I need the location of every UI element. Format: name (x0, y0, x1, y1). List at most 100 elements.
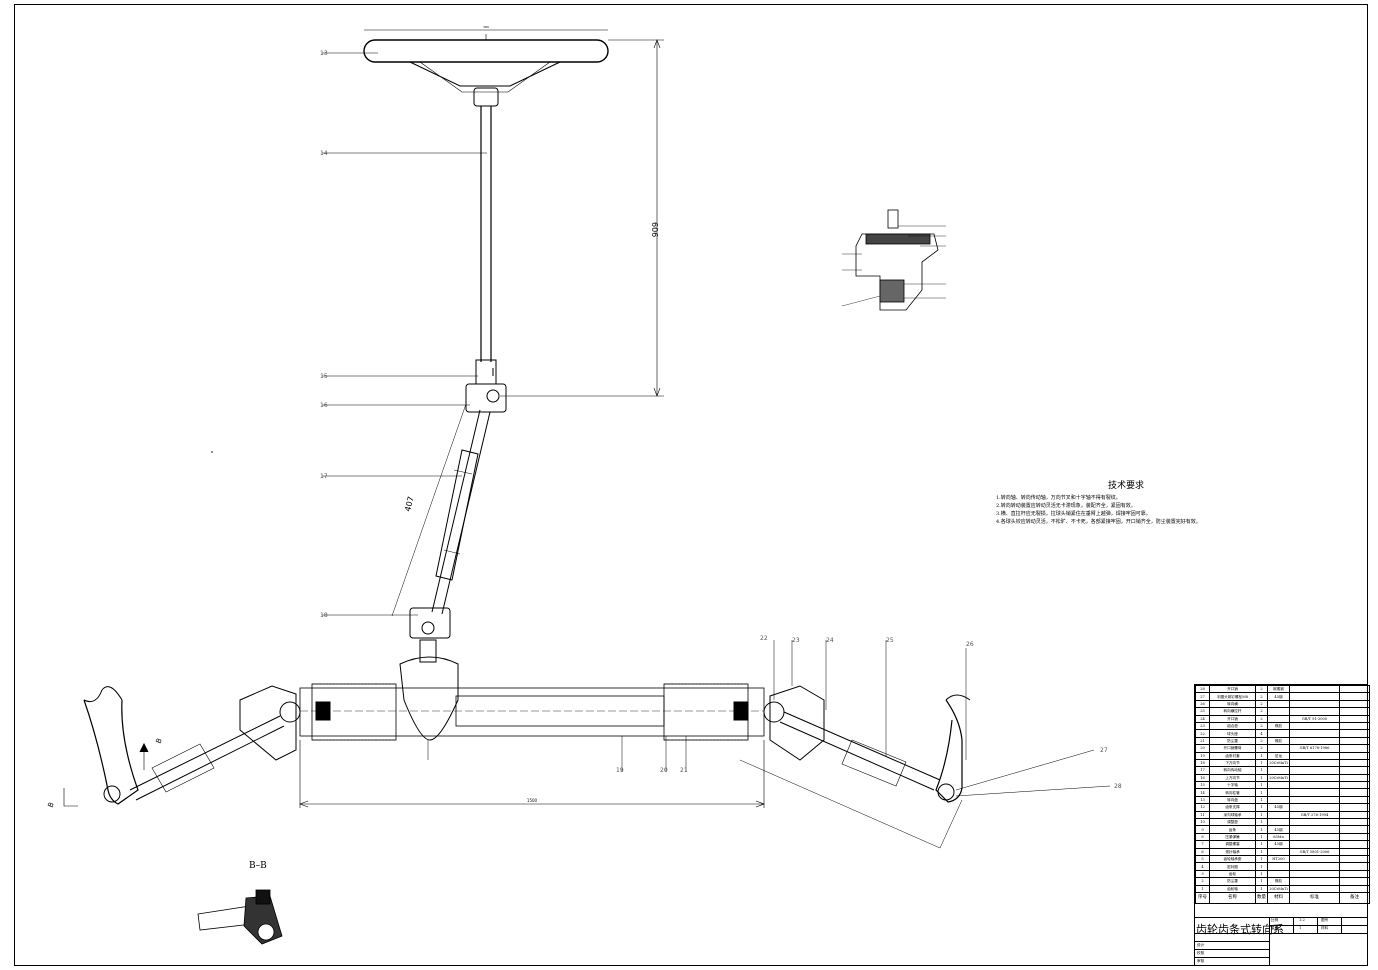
bom-cell (1339, 781, 1370, 790)
bom-cell (1339, 818, 1370, 827)
bom-cell: 碳素钢 (1267, 684, 1290, 694)
bom-cell: 5 (1195, 854, 1210, 864)
bom-cell: 橡胶 (1267, 721, 1290, 731)
bom-cell (1267, 869, 1290, 879)
bom-cell (1339, 736, 1370, 746)
callout-24: 24 (826, 637, 834, 644)
qty-label: 1 (1299, 926, 1302, 930)
bom-cell: 1 (1255, 810, 1268, 820)
bom-cell: 2 (1255, 744, 1268, 753)
bom-cell (1339, 692, 1370, 701)
callout-20: 20 (660, 767, 668, 774)
bom-cell: 转向传动轴 (1209, 766, 1256, 775)
bom-cell: 1 (1255, 847, 1268, 857)
section-bb-detail (197, 889, 283, 945)
bom-cell: 6 (1195, 847, 1210, 857)
bom-cell: 1 (1255, 877, 1268, 886)
bom-cell (1267, 744, 1290, 753)
bom-cell (1267, 729, 1290, 738)
bom-cell (1339, 832, 1370, 842)
bom-cell: 20CrMnTi (1267, 884, 1290, 893)
bom-cell (1339, 877, 1370, 886)
bom-cell: 2 (1195, 877, 1210, 886)
bom-cell: GB/T 276-1994 (1289, 810, 1340, 820)
bom-cell: 调整螺塞 (1209, 840, 1256, 849)
bom-cell: 下万向节 (1209, 758, 1256, 768)
bom-cell: 3 (1195, 869, 1210, 879)
bom-cell: 45钢 (1267, 803, 1290, 812)
section-markers: B B (47, 737, 164, 809)
bom-cell: 转向横 (1209, 699, 1256, 709)
section-marker-1: B (155, 737, 164, 745)
tech-note-line: 3.横、直拉杆应无裂损，拉球头销紧住在垂臂上越弹，焊接牢固可靠。 (996, 511, 1151, 517)
bom-header-cell: 备注 (1339, 891, 1370, 904)
bom-cell: 球头座 (1209, 729, 1256, 738)
left-tie-rod (63, 685, 301, 807)
bom-cell: 12 (1195, 803, 1210, 812)
bom-cell (1267, 699, 1290, 709)
tech-notes-title: 技术要求 (1107, 481, 1144, 491)
bom-cell: 开口销 (1209, 714, 1256, 723)
steering-column (465, 106, 507, 413)
bom-cell: 上万向节 (1209, 773, 1256, 783)
bom-cell: 尼龙 (1267, 751, 1290, 760)
bom-cell (1267, 714, 1290, 723)
bom-cell (1289, 751, 1340, 760)
callout-13: 13 (320, 50, 328, 57)
bom-cell (1339, 862, 1370, 871)
bom-cell (1339, 707, 1370, 716)
bom-cell: 1 (1255, 781, 1268, 790)
tech-note-line: 4.各球头铰应转动灵活，不松旷、不卡死，各部紧接牢固，开口销齐全，防尘装置完好有… (996, 519, 1201, 525)
bom-cell (1289, 781, 1340, 790)
bom-cell (1339, 744, 1370, 753)
scale-value: 1:2 (1299, 918, 1305, 922)
bom-cell: 橡胶 (1267, 736, 1290, 746)
scale-label: 比例 (1271, 918, 1279, 922)
bom-cell: 4 (1195, 862, 1210, 871)
bom-cell (1289, 862, 1340, 871)
bom-cell: HT200 (1267, 854, 1290, 864)
bom-cell (1267, 810, 1290, 820)
bom-cell: 十字轴 (1209, 781, 1256, 790)
bom-cell: 1 (1255, 854, 1268, 864)
bom-cell (1267, 788, 1290, 797)
bom-cell: 防尘罩 (1209, 877, 1256, 886)
callout-26: 26 (966, 641, 974, 648)
section-bb-label: B–B (249, 861, 267, 871)
bom-cell: 1 (1255, 840, 1268, 849)
bom-cell: 65Mn (1267, 832, 1290, 842)
bom-cell: 15 (1195, 781, 1210, 790)
bom-cell (1339, 869, 1370, 879)
bom-cell: 转向盘 (1209, 795, 1256, 805)
bom-cell: 1 (1255, 758, 1268, 768)
bom-cell: GB/T 6178-1986 (1289, 744, 1340, 753)
bom-cell (1339, 758, 1370, 768)
bom-cell: 1 (1255, 862, 1268, 871)
bom-cell: 2 (1255, 699, 1268, 709)
right-tie-rod (739, 648, 971, 849)
bom-cell: 1 (1255, 773, 1268, 783)
bom-cell: 20CrMnTi (1267, 758, 1290, 768)
bom-header-cell: 标准 (1289, 891, 1340, 904)
bom-cell: 开口销螺母 (1209, 744, 1256, 753)
bom-cell (1289, 840, 1340, 849)
column-height-label: 606 (650, 222, 659, 237)
bom-cell: 2 (1255, 692, 1268, 701)
bom-cell (1339, 825, 1370, 834)
bom-cell: 开口销 (1209, 684, 1256, 694)
callout-numbers: 13 14 15 16 17 18 22 23 24 25 26 27 28 1… (320, 50, 1122, 790)
bom-cell: 齿轮轴 (1209, 884, 1256, 893)
bom-cell: 1 (1255, 884, 1268, 893)
bom-cell: 45钢 (1267, 692, 1290, 701)
